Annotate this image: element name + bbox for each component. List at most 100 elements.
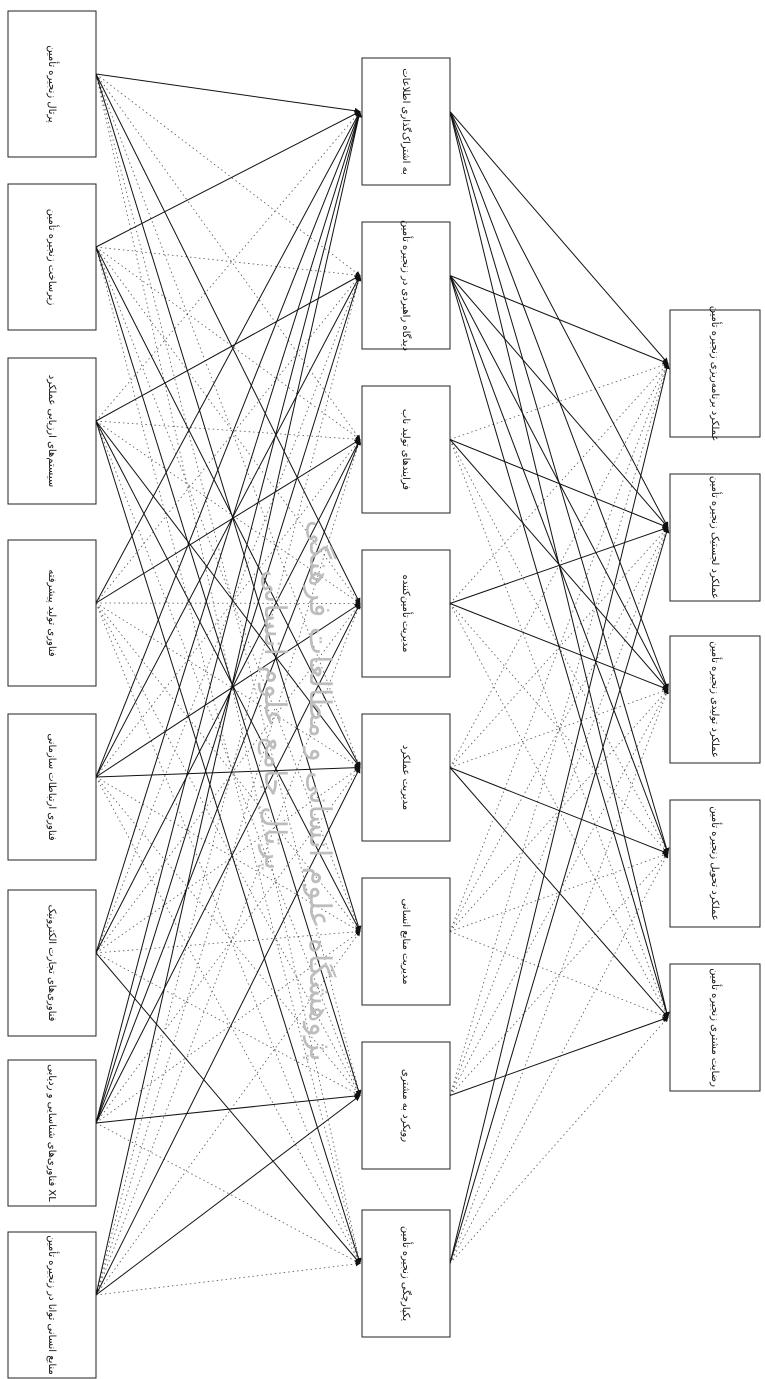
solid-edge-n5-m2 (95, 274, 361, 778)
node-label: عملکرد تحویل زنجیره تأمین (709, 806, 723, 921)
solid-edge-n5-m4 (95, 603, 361, 778)
node-box (361, 549, 451, 678)
node-o5: رضایت مشتری زنجیره تأمین (669, 963, 761, 1092)
node-o2: عملکرد لجستیک زنجیره تأمین (669, 473, 761, 602)
dotted-edge-n2-m4 (95, 246, 361, 604)
node-m2: دیدگاه راهبردی در زنجیره تأمین (361, 220, 451, 351)
watermark: پژوهشگاه علوم انسانی و مطالعات فرهنگی پر… (257, 520, 337, 1062)
solid-edge-n1-m1 (95, 73, 361, 114)
node-m1: به اشتراک‌گذاری اطلاعات (361, 57, 451, 186)
node-label: فناوری‌های تجارت الکترونیک (46, 905, 57, 1022)
node-label: یکپارچگی زنجیره تأمین (400, 1226, 414, 1321)
dotted-edge-n7-m6 (95, 931, 361, 1124)
dotted-edge-n4-m7 (95, 602, 361, 1096)
node-m6: مدیریت منابع انسانی (361, 877, 451, 1006)
dotted-edge-n8-m4 (95, 603, 361, 1296)
solid-edge-n2-m1 (95, 111, 361, 248)
node-n2: زیرساخت زنجیره تأمین (7, 183, 97, 331)
node-label: فرایندهای تولید ناب (400, 409, 411, 490)
solid-edge-m2-o1 (449, 275, 669, 365)
node-m4: مدیریت تأمین‌کننده (361, 549, 451, 678)
solid-edge-n8-m1 (95, 110, 362, 1296)
node-n1: پرتال زنجیره تأمین (7, 10, 97, 158)
node-box (361, 57, 451, 186)
dotted-edge-m3-o4 (449, 439, 669, 854)
dotted-edge-m7-o4 (449, 853, 669, 1096)
node-box (361, 877, 451, 1006)
node-box (7, 183, 97, 331)
node-box (361, 1041, 451, 1170)
dotted-edge-n3-m7 (95, 420, 361, 1096)
solid-edge-n5-m1 (95, 110, 361, 778)
solid-edge-n4-m3 (95, 439, 361, 604)
dotted-edge-m7-o1 (449, 363, 670, 1096)
solid-edge-m1-o3 (449, 111, 669, 691)
node-box (7, 10, 97, 158)
dotted-edge-m8-o5 (449, 1017, 669, 1264)
node-box (7, 713, 97, 861)
node-box (361, 713, 451, 842)
dotted-edge-n2-m3 (95, 246, 361, 440)
node-o3: عملکرد تولیدی زنجیره تأمین (669, 635, 761, 764)
solid-edge-n1-m4 (95, 73, 361, 605)
dotted-edge-n5-m7 (95, 776, 361, 1096)
node-n7: فناوری‌های شناسایی و ردیابی XL (7, 1059, 97, 1207)
node-box (669, 473, 761, 602)
dotted-edge-m4-o5 (449, 603, 669, 1018)
node-m5: مدیریت عملکرد (361, 713, 451, 842)
node-box (669, 799, 761, 928)
node-label: فناوری‌های شناسایی و ردیابی XL (46, 1064, 57, 1202)
solid-edge-n7-m7 (95, 1093, 361, 1124)
node-box (7, 889, 97, 1037)
solid-edge-m3-o2 (449, 439, 669, 529)
node-label: مدیریت عملکرد (400, 745, 411, 810)
solid-edge-m5-o4 (449, 767, 669, 855)
solid-edge-n2-m7 (95, 246, 362, 1097)
node-box (669, 635, 761, 764)
solid-edge-n6-m1 (95, 110, 362, 954)
node-label: عملکرد لجستیک زنجیره تأمین (709, 476, 723, 599)
dotted-edge-n8-m2 (95, 275, 362, 1296)
node-box (361, 385, 451, 514)
dotted-edge-n4-m6 (95, 602, 361, 932)
node-box (7, 1231, 97, 1379)
dotted-edge-m4-o4 (449, 603, 669, 854)
node-m8: یکپارچگی زنجیره تأمین (361, 1209, 451, 1338)
solid-edge-n8-m7 (95, 1095, 361, 1296)
solid-edge-n5-m5 (95, 764, 361, 778)
solid-edge-m4-o2 (449, 526, 669, 604)
solid-edge-m8-o2 (449, 526, 670, 1264)
node-n4: فناوری تولید پیشرفته (7, 539, 97, 687)
solid-edge-m2-o3 (449, 275, 669, 691)
dotted-edge-n3-m3 (95, 420, 361, 442)
dotted-edge-n1-m3 (95, 73, 361, 440)
watermark-text-line1: پژوهشگاه علوم انسانی و مطالعات فرهنگی (302, 520, 337, 1062)
dotted-edge-n3-m1 (95, 111, 361, 422)
node-label: رویکرد به مشتری (400, 1069, 411, 1142)
solid-edge-m8-o1 (449, 362, 670, 1264)
node-box (669, 963, 761, 1092)
dotted-edge-n1-m7 (95, 73, 362, 1096)
node-o4: عملکرد تحویل زنجیره تأمین (669, 799, 761, 928)
dotted-edge-m8-o4 (449, 853, 669, 1264)
dotted-edge-n1-m8 (95, 73, 362, 1264)
solid-edge-n7-m4 (95, 602, 361, 1124)
dotted-edge-m8-o3 (449, 689, 669, 1264)
solid-edge-n8-m5 (95, 766, 361, 1296)
node-m3: فرایندهای تولید ناب (361, 385, 451, 514)
node-label: فناوری تولید پیشرفته (46, 569, 57, 657)
node-m7: رویکرد به مشتری (361, 1041, 451, 1170)
node-label: زیرساخت زنجیره تأمین (46, 209, 60, 306)
solid-edge-m4-o3 (449, 603, 669, 691)
dotted-edge-m6-o2 (449, 527, 669, 932)
node-box (7, 357, 97, 505)
watermark-text-line2: پرتال جامع علوم انسانی (257, 570, 292, 870)
node-label: منابع انسانی توانا در زنجیره تأمین (46, 1235, 60, 1375)
dotted-edge-n8-m3 (95, 439, 362, 1296)
node-n3: سیستم‌های ارزیابی عملکرد (7, 357, 97, 505)
node-n8: منابع انسانی توانا در زنجیره تأمین (7, 1231, 97, 1379)
dotted-edge-n5-m6 (95, 776, 361, 932)
solid-edge-n7-m2 (95, 274, 362, 1124)
solid-edge-n7-m1 (95, 110, 362, 1124)
